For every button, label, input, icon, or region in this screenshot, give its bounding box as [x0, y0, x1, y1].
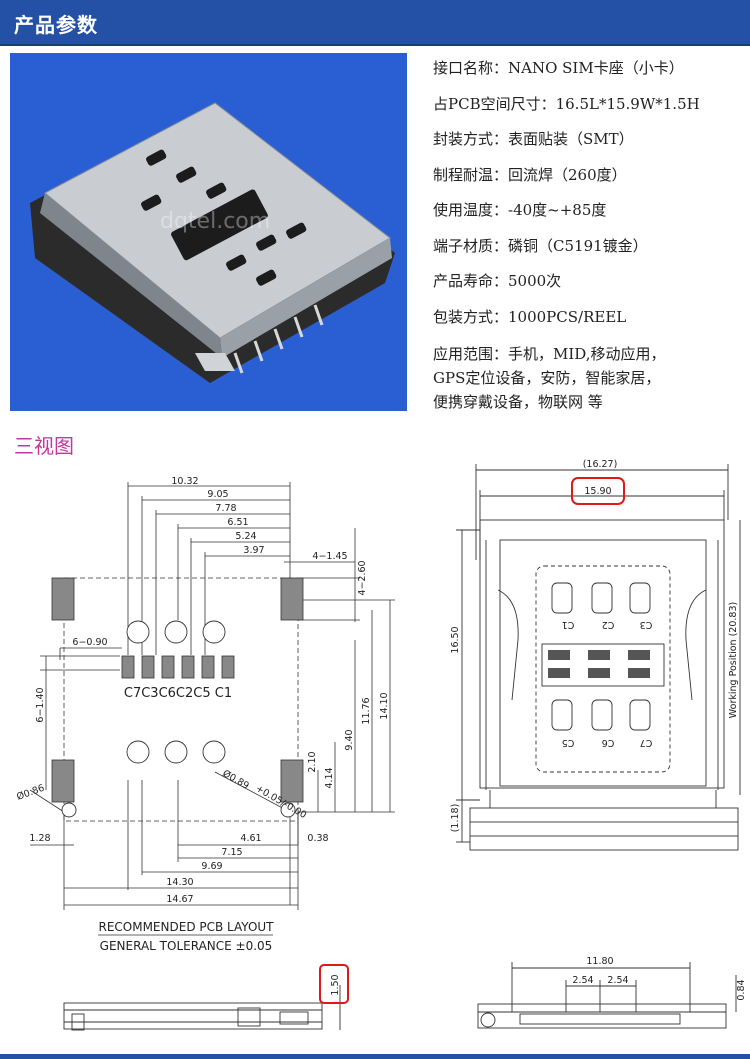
spec-interface: 接口名称：NANO SIM卡座（小卡） — [433, 59, 684, 77]
highlight-15-90 — [571, 477, 625, 505]
dim-1-50: 1.50 — [330, 974, 341, 995]
header-title: 产品参数 — [14, 13, 98, 37]
dim-4-2-60: 4−2.60 — [357, 560, 368, 595]
shell-slots — [141, 149, 307, 286]
spec-pcb-size: 占PCB空间尺寸：16.5L*15.9W*1.5H — [433, 94, 700, 113]
spec-application-1: 应用范围：手机，MID,移动应用， — [433, 345, 666, 363]
dim-2-54-a: 2.54 — [572, 975, 593, 986]
spec-application-2: GPS定位设备，安防，智能家居， — [433, 369, 661, 387]
dim-3-97: 3.97 — [243, 545, 264, 556]
dim-9-69: 9.69 — [201, 861, 222, 872]
dim-6-51: 6.51 — [227, 517, 248, 528]
dim-5-24: 5.24 — [235, 531, 256, 542]
dim-9-40: 9.40 — [344, 729, 355, 750]
spec-terminal-material: 端子材质：磷铜（C5191镀金） — [433, 236, 648, 255]
pin-labels: C7C3C6C2C5 C1 — [124, 686, 232, 701]
side-view-right — [477, 962, 737, 1029]
contact-c3: C3 — [640, 619, 653, 630]
contact-c7: C7 — [640, 737, 653, 748]
dim-11-76: 11.76 — [361, 697, 372, 724]
spec-packing: 包装方式：1000PCS/REEL — [433, 307, 627, 326]
dim-4-61: 4.61 — [240, 833, 261, 844]
pcb-holes — [61, 620, 296, 818]
pcb-pads — [51, 577, 304, 803]
contact-c1: C1 — [562, 619, 575, 630]
socket-latch — [195, 353, 235, 371]
side-view-left — [63, 985, 341, 1031]
note-recommended-pcb: RECOMMENDED PCB LAYOUT — [98, 920, 274, 934]
dim-2-10: 2.10 — [307, 751, 318, 772]
highlight-1-50 — [319, 964, 349, 1004]
top-view-contacts — [551, 582, 651, 731]
spec-package: 封装方式：表面贴装（SMT） — [433, 130, 634, 148]
dim-dia-0-86: Ø0.86 — [15, 783, 46, 803]
dim-4-14: 4.14 — [324, 767, 335, 788]
dim-10-32: 10.32 — [171, 476, 198, 487]
dim-0-84: 0.84 — [736, 979, 747, 1000]
bottom-divider — [0, 1054, 750, 1059]
page-header: 产品参数 — [0, 0, 750, 46]
dim-1-18: (1.18) — [450, 804, 461, 833]
socket-pins — [233, 304, 324, 374]
pcb-outline — [63, 577, 299, 822]
contact-c5: C5 — [562, 737, 575, 748]
dim-6-1-40: 6−1.40 — [35, 687, 46, 722]
spec-lifetime: 产品寿命：5000次 — [433, 272, 562, 290]
dim-4-1-45: 4−1.45 — [312, 551, 347, 562]
dim-14-67: 14.67 — [166, 894, 193, 905]
three-views-title: 三视图 — [14, 434, 74, 458]
dim-14-10: 14.10 — [379, 692, 390, 719]
dim-7-15: 7.15 — [221, 847, 242, 858]
dim-1-28: 1.28 — [29, 833, 50, 844]
dim-working-position: Working Position (20.83) — [728, 602, 739, 718]
product-photo: dqtel.com — [10, 53, 407, 411]
dim-7-78: 7.78 — [215, 503, 236, 514]
spec-list: 接口名称：NANO SIM卡座（小卡） 占PCB空间尺寸：16.5L*15.9W… — [433, 58, 743, 414]
shell-side — [220, 238, 392, 358]
spec-operating-temp: 使用温度：-40度~+85度 — [433, 201, 607, 219]
spec-application-3: 便携穿戴设备，物联网 等 — [433, 393, 603, 411]
dim-dia-0-89: Ø0.89 — [221, 768, 251, 792]
dim-9-05: 9.05 — [207, 489, 228, 500]
dim-6-0-90: 6−0.90 — [72, 637, 107, 648]
dim-16-27: (16.27) — [583, 459, 618, 470]
contact-c2: C2 — [602, 619, 615, 630]
sim-socket-illustration: dqtel.com — [30, 102, 395, 383]
top-view — [456, 464, 741, 851]
dim-14-30: 14.30 — [166, 877, 193, 888]
dim-2-54-b: 2.54 — [607, 975, 628, 986]
shell-front — [40, 193, 222, 358]
dim-15-90: 15.90 — [584, 486, 611, 497]
dim-16-50: 16.50 — [450, 626, 461, 653]
center-slots — [548, 650, 650, 678]
contact-c6: C6 — [602, 737, 615, 748]
spec-process-temp: 制程耐温：回流焊（260度） — [433, 165, 627, 184]
dim-11-80: 11.80 — [586, 956, 613, 967]
note-tolerance: GENERAL TOLERANCE ±0.05 — [100, 939, 273, 953]
photo-watermark: dqtel.com — [160, 209, 270, 234]
dim-0-38: 0.38 — [307, 833, 328, 844]
